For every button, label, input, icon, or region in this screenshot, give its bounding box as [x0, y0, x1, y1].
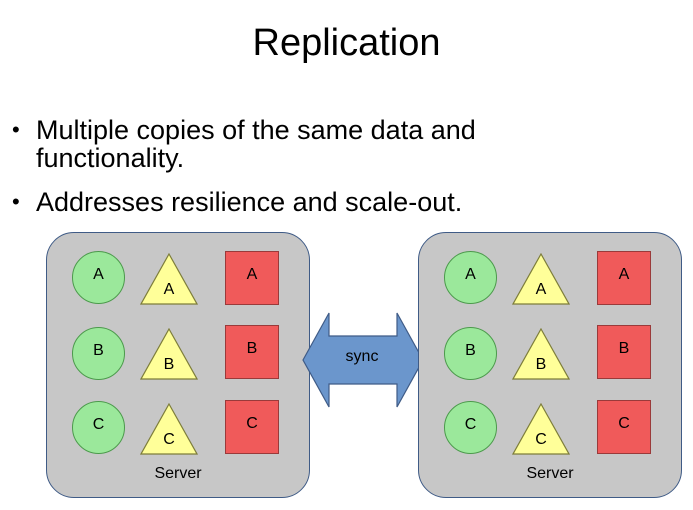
- server-label: Server: [526, 465, 574, 482]
- server-2: A B C A B C A B C Server: [418, 232, 682, 498]
- triangle-node-c: C: [139, 402, 199, 455]
- triangle-node-c: C: [511, 402, 571, 455]
- triangle-node-b: B: [139, 327, 199, 380]
- square-node-c: C: [597, 400, 651, 454]
- circle-node-b: B: [72, 327, 125, 380]
- bullet-1-line-2: functionality.: [36, 143, 185, 173]
- bullet-2-line-1: Addresses resilience and scale-out.: [36, 187, 463, 217]
- triangle-node-a: A: [139, 252, 199, 305]
- bullet-dot: •: [12, 189, 20, 214]
- circle-node-c: C: [444, 401, 497, 454]
- square-node-c: C: [225, 400, 279, 454]
- bullet-1-line-1: Multiple copies of the same data and: [36, 115, 476, 145]
- triangle-node-b: B: [511, 327, 571, 380]
- slide-title: Replication: [252, 22, 441, 64]
- server-1: A B C A B C A B C Server: [46, 232, 310, 498]
- square-node-b: B: [225, 325, 279, 379]
- circle-node-b: B: [444, 327, 497, 380]
- sync-label: sync: [345, 348, 379, 365]
- square-node-a: A: [597, 251, 651, 305]
- square-node-b: B: [597, 325, 651, 379]
- square-node-a: A: [225, 251, 279, 305]
- server-label: Server: [154, 465, 202, 482]
- circle-node-a: A: [444, 251, 497, 304]
- circle-node-a: A: [72, 251, 125, 304]
- bullet-dot: •: [12, 117, 20, 142]
- triangle-node-a: A: [511, 252, 571, 305]
- circle-node-c: C: [72, 401, 125, 454]
